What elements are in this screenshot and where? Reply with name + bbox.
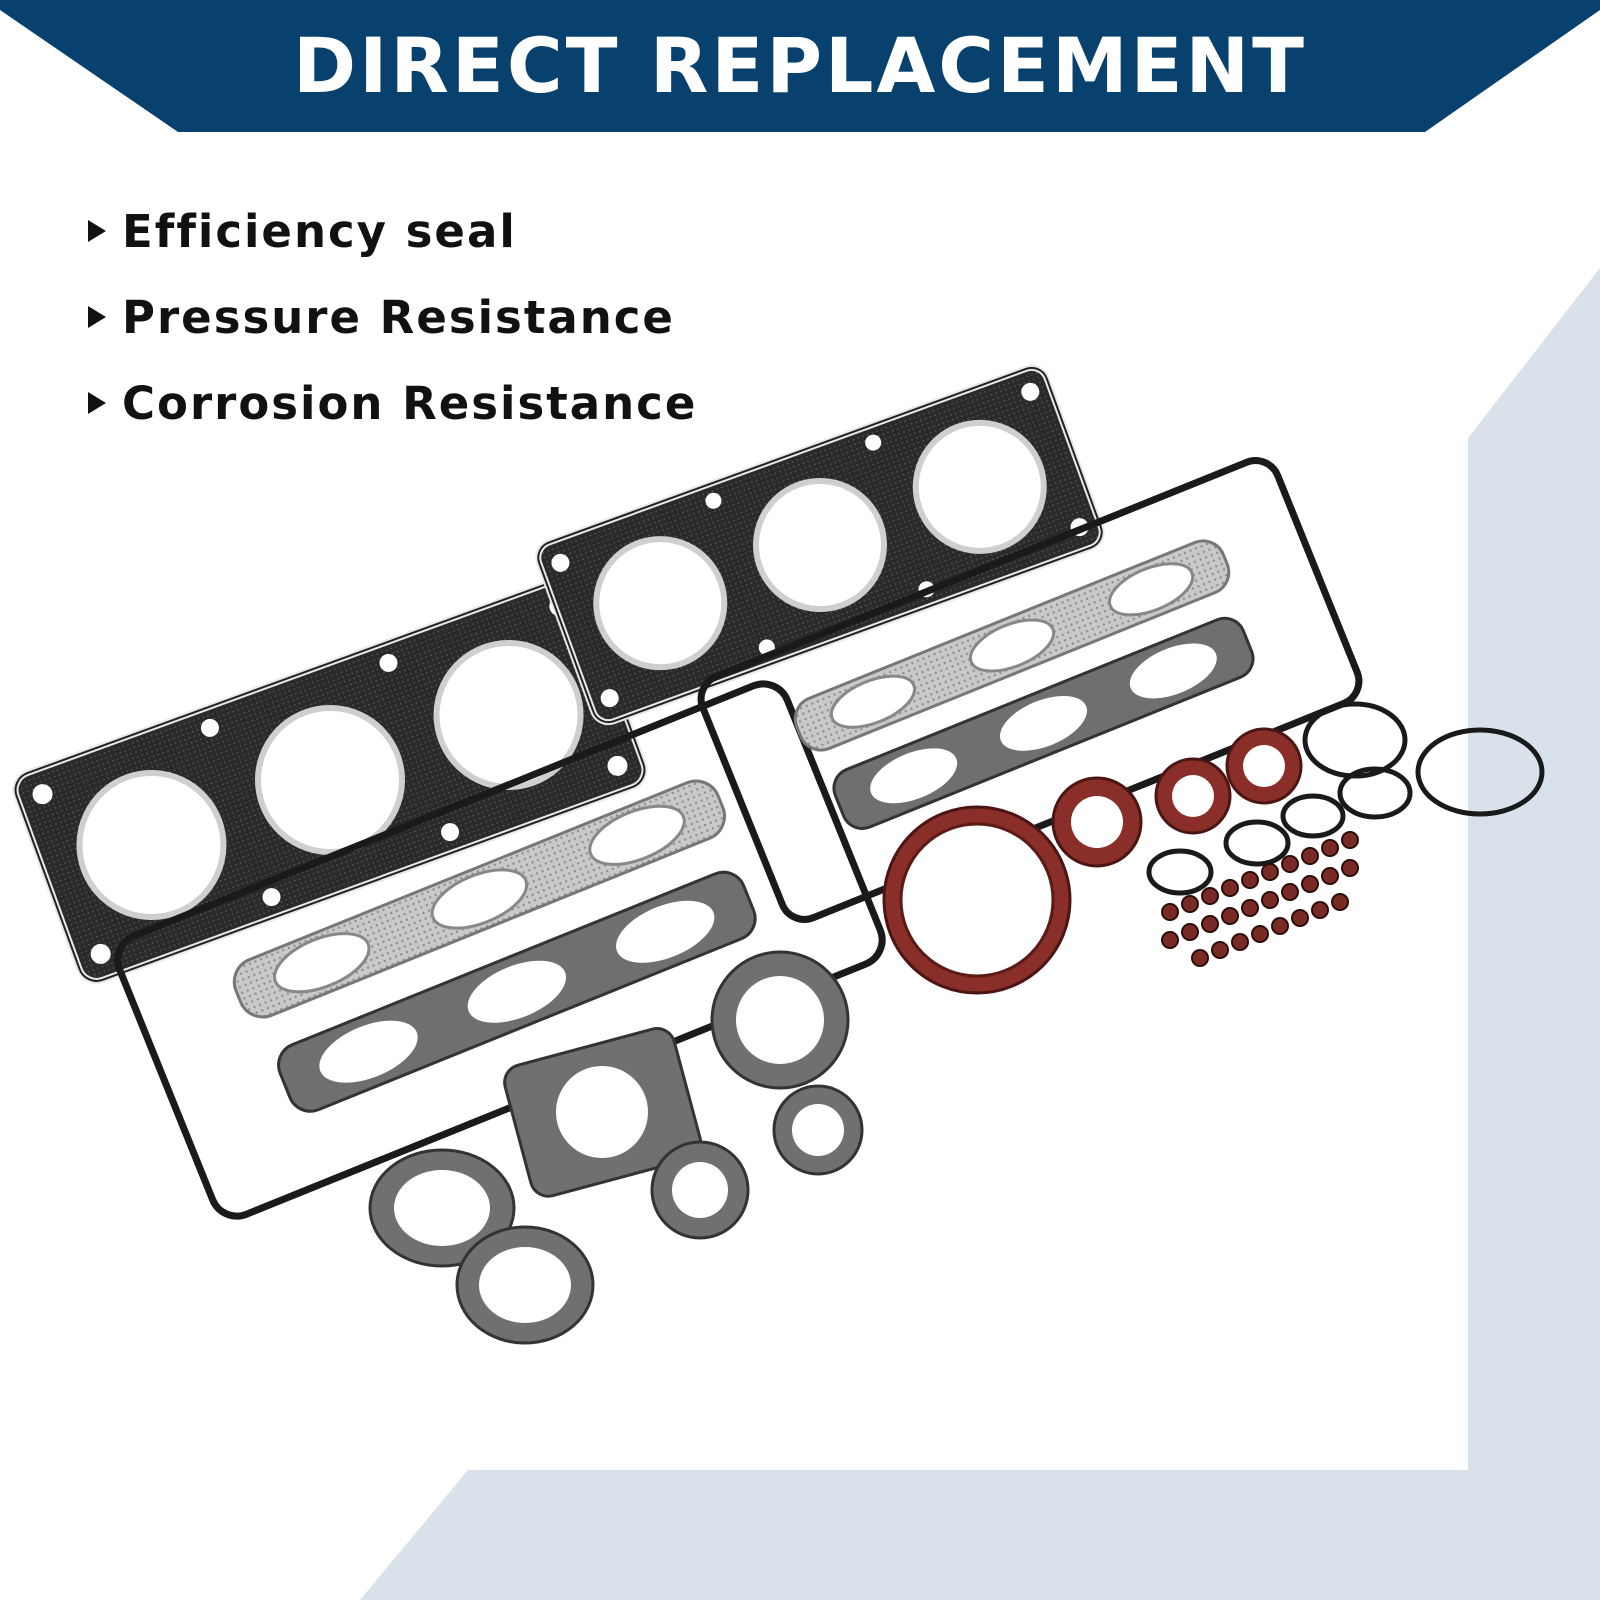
round-gasket: [772, 1084, 864, 1176]
round-gasket: [368, 1148, 516, 1268]
bullet-triangle-icon: [88, 220, 106, 242]
banner-title: DIRECT REPLACEMENT: [293, 21, 1307, 110]
intake-gasket-right: [832, 616, 1255, 830]
feature-item: Efficiency seal: [88, 188, 697, 274]
valve-stem-seals: [1161, 831, 1359, 967]
feature-item: Pressure Resistance: [88, 274, 697, 360]
feature-label: Pressure Resistance: [122, 290, 675, 344]
bullet-triangle-icon: [88, 392, 106, 414]
head-gasket-right: [535, 364, 1105, 726]
oil-seal: [1154, 757, 1232, 835]
oil-seal: [1051, 776, 1143, 868]
bullet-triangle-icon: [88, 306, 106, 328]
round-gasket: [455, 1225, 595, 1345]
right-accent-panel: [1468, 268, 1600, 1600]
o-rings: [1146, 701, 1545, 896]
oil-seal: [1225, 727, 1303, 805]
feature-list: Efficiency seal Pressure Resistance Corr…: [88, 188, 697, 446]
bottom-accent-panel: [360, 1470, 1600, 1600]
feature-label: Efficiency seal: [122, 204, 517, 258]
intake-gasket-left: [277, 870, 757, 1113]
feature-item: Corrosion Resistance: [88, 360, 697, 446]
rear-main-seal: [882, 805, 1072, 995]
valve-cover-gasket-right: [697, 457, 1363, 923]
valve-cover-gasket-left: [114, 680, 886, 1220]
blue-header-banner: [0, 0, 1600, 132]
feature-label: Corrosion Resistance: [122, 376, 698, 430]
round-gasket: [710, 950, 850, 1090]
throttle-body-gasket: [503, 1027, 703, 1198]
round-gasket: [650, 1140, 750, 1240]
exhaust-gasket-left: [232, 779, 726, 1019]
head-gasket-left: [12, 576, 648, 984]
exhaust-gasket-right: [793, 539, 1231, 752]
